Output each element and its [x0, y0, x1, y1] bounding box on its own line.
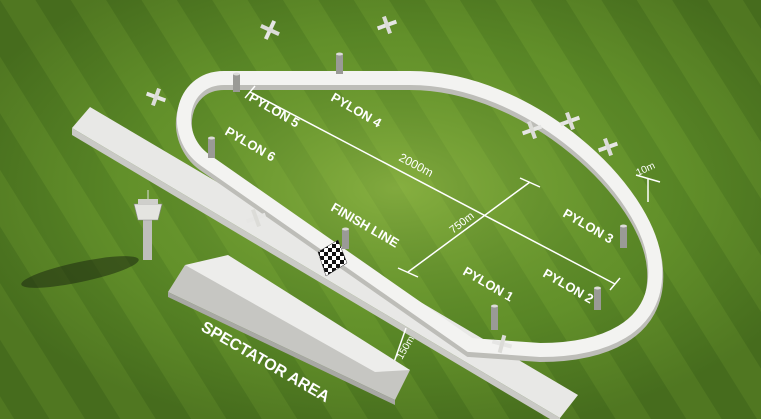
airplane-icon — [597, 137, 619, 157]
pylon-icon — [336, 52, 343, 74]
airplane-icon — [491, 334, 513, 354]
airplane-icon — [521, 120, 543, 140]
airplane-icon — [559, 111, 581, 131]
control-tower-icon — [21, 190, 163, 288]
pylon-icon — [233, 72, 240, 92]
pylon-icon — [208, 136, 215, 158]
checkered-flag-icon — [317, 239, 348, 277]
pylon-icon — [491, 304, 498, 330]
airplane-icon — [260, 20, 280, 40]
track-barrier — [176, 71, 663, 358]
pylon-icon — [342, 227, 349, 249]
length-dimension — [244, 85, 621, 291]
height-dimension — [635, 174, 661, 202]
race-track — [175, 71, 664, 363]
spectator-area — [168, 255, 410, 405]
width-dimension — [397, 177, 541, 278]
airplanes — [145, 15, 619, 354]
airplane-icon — [376, 15, 398, 35]
pylon-icons — [208, 52, 627, 330]
pylon-icon — [620, 224, 627, 248]
pylon-icon — [594, 286, 601, 310]
finish-line — [317, 239, 348, 277]
airplane-icon — [245, 208, 267, 228]
airplane-icon — [145, 87, 167, 107]
